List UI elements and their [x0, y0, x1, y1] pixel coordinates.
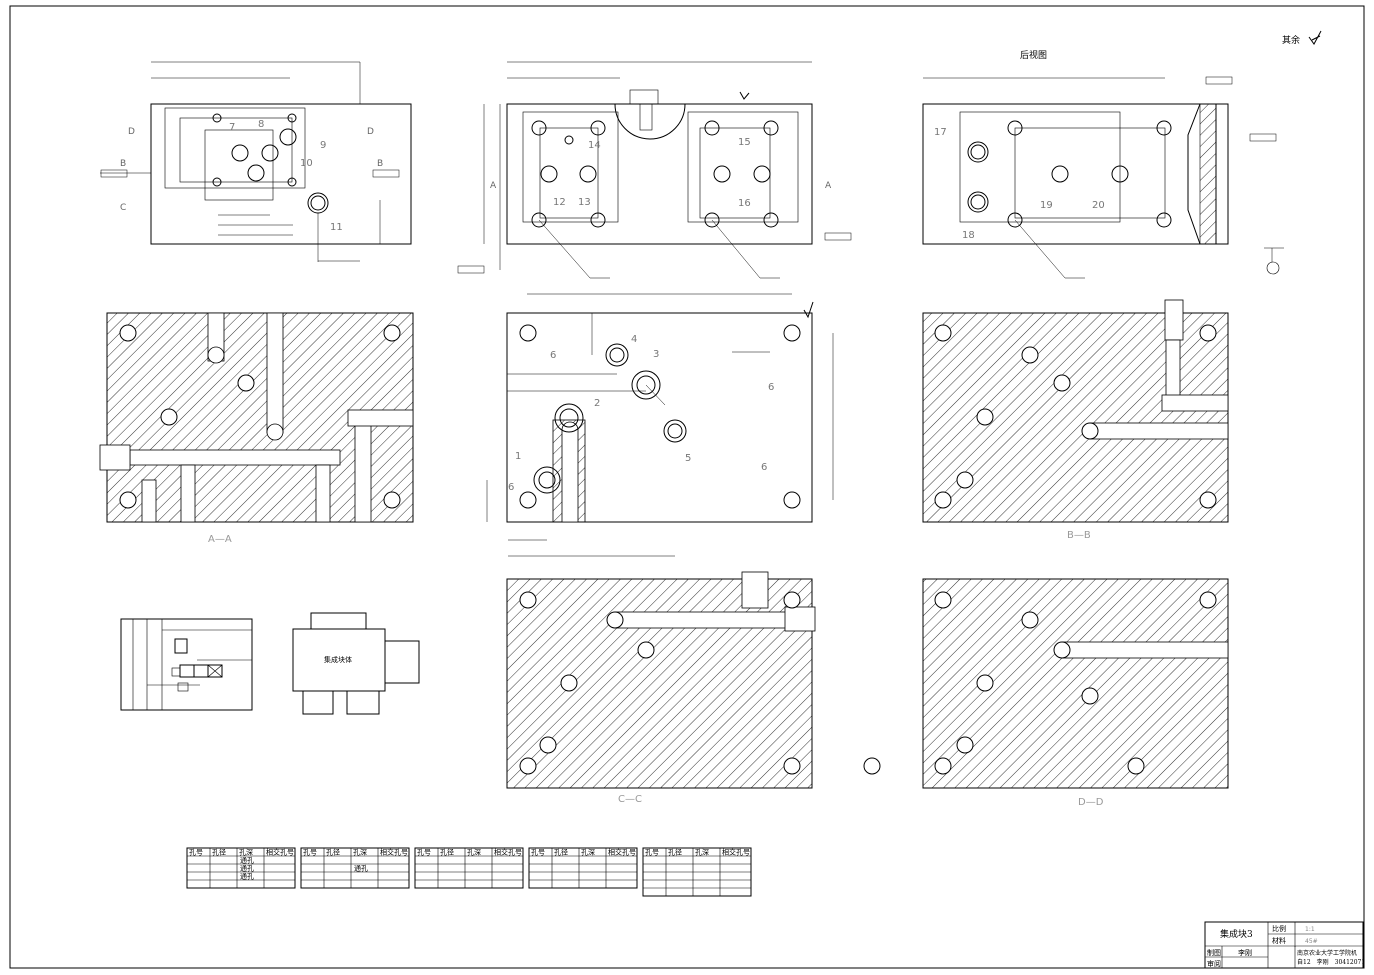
hole-number: 6 — [761, 462, 767, 473]
hole-table-header: 相交孔号 — [722, 848, 750, 857]
scale-label: 比例 — [1272, 924, 1286, 933]
hole-number: 11 — [330, 222, 343, 233]
hole-number: 9 — [320, 140, 326, 151]
loose-circle — [863, 757, 881, 775]
plan-view — [486, 293, 834, 557]
hole-table-cell: 通孔 — [354, 864, 368, 873]
hole-number: 10 — [300, 158, 313, 169]
cut-marker-b-left: B — [120, 159, 126, 169]
front-view — [100, 61, 412, 262]
hydraulic-schematic — [120, 618, 253, 711]
hole-number: 16 — [738, 198, 751, 209]
cut-marker-a-right: A — [825, 181, 832, 191]
hole-table-header: 相交孔号 — [494, 848, 522, 857]
hole-table-header: 相交孔号 — [380, 848, 408, 857]
hole-table-header: 孔深 — [695, 848, 709, 857]
rear-view — [922, 76, 1284, 279]
cut-marker-c-left: C — [120, 203, 126, 213]
hole-number: 19 — [1040, 200, 1053, 211]
hole-table-group — [528, 847, 638, 889]
hole-table-header: 孔号 — [189, 849, 203, 857]
material-value: 45# — [1305, 938, 1318, 945]
hole-number: 6 — [768, 382, 774, 393]
hole-table-header: 相交孔号 — [608, 848, 636, 857]
rear-view-title: 后视图 — [1020, 49, 1047, 61]
hole-number: 18 — [962, 230, 975, 241]
hole-table-header: 孔径 — [212, 848, 226, 857]
title-block: 集成块3 比例 1:1 材料 45# 制图 李刚 审阅 南京农业大学工学院机 自… — [1204, 921, 1365, 969]
hole-table-group — [414, 847, 524, 889]
section-label-a-a: A—A — [208, 534, 232, 545]
hole-table-header: 孔号 — [303, 849, 317, 857]
hole-number: 6 — [508, 482, 514, 493]
section-b-b — [922, 299, 1229, 523]
hole-number: 7 — [229, 122, 235, 133]
top-view — [457, 61, 852, 279]
hole-table-header: 孔径 — [326, 848, 340, 857]
section-label-c-c: C—C — [618, 794, 642, 805]
hole-table-header: 孔深 — [353, 848, 367, 857]
hole-table-header: 孔号 — [645, 849, 659, 857]
hole-number: 15 — [738, 137, 751, 148]
cut-marker-d-right: D — [367, 127, 374, 137]
school-name: 南京农业大学工学院机 — [1297, 949, 1357, 957]
hole-table-cell: 通孔 — [240, 856, 254, 865]
section-d-d — [922, 578, 1229, 789]
section-label-d-d: D—D — [1078, 797, 1104, 808]
hole-number: 12 — [553, 197, 566, 208]
hole-number: 8 — [258, 119, 264, 130]
cut-marker-d-left: D — [128, 127, 135, 137]
hole-table-group — [186, 847, 296, 889]
review-label: 审阅 — [1207, 959, 1221, 968]
hole-number: 3 — [653, 349, 659, 360]
hole-table-header: 孔号 — [531, 849, 545, 857]
section-a-a — [99, 312, 414, 523]
hole-number: 13 — [578, 197, 591, 208]
hole-number: 2 — [594, 398, 600, 409]
hole-number: 1 — [515, 451, 521, 462]
roughness-check-icon — [1308, 30, 1322, 45]
part-name: 集成块3 — [1220, 928, 1253, 940]
rest-roughness-label: 其余 — [1282, 34, 1300, 46]
hole-table-header: 孔深 — [581, 848, 595, 857]
material-label: 材料 — [1272, 936, 1286, 945]
hole-table-header: 孔径 — [668, 848, 682, 857]
block-outline-schematic: 集成块体 — [292, 612, 420, 715]
hole-table-header: 孔深 — [467, 848, 481, 857]
hole-table-header: 孔深 — [239, 848, 253, 857]
hole-table-cell: 通孔 — [240, 872, 254, 881]
hole-number: 14 — [588, 140, 601, 151]
block-body-label: 集成块体 — [324, 655, 352, 664]
hole-number: 17 — [934, 127, 947, 138]
hole-table-header: 孔径 — [554, 848, 568, 857]
cut-marker-a-left: A — [490, 181, 497, 191]
hole-table-header: 孔径 — [440, 848, 454, 857]
sheet-border — [9, 5, 1365, 969]
hole-number: 6 — [550, 350, 556, 361]
hole-table-header: 相交孔号 — [266, 848, 294, 857]
hole-number: 4 — [631, 334, 637, 345]
hole-table: 孔号孔径孔深通孔通孔通孔相交孔号孔号孔径孔深通孔相交孔号孔号孔径孔深相交孔号孔号… — [186, 847, 752, 897]
section-label-b-b: B—B — [1067, 530, 1091, 541]
hole-number: 20 — [1092, 200, 1105, 211]
cut-marker-b-right: B — [377, 159, 383, 169]
drawn-by: 李刚 — [1238, 948, 1252, 957]
scale-value: 1:1 — [1305, 926, 1315, 933]
hole-table-group — [300, 847, 410, 889]
hole-table-header: 孔号 — [417, 849, 431, 857]
class-info: 自12 李刚 30412071 — [1297, 958, 1365, 966]
drawn-label: 制图 — [1207, 948, 1221, 957]
hole-number: 5 — [685, 453, 691, 464]
hole-table-cell: 通孔 — [240, 864, 254, 873]
section-c-c — [506, 571, 816, 789]
